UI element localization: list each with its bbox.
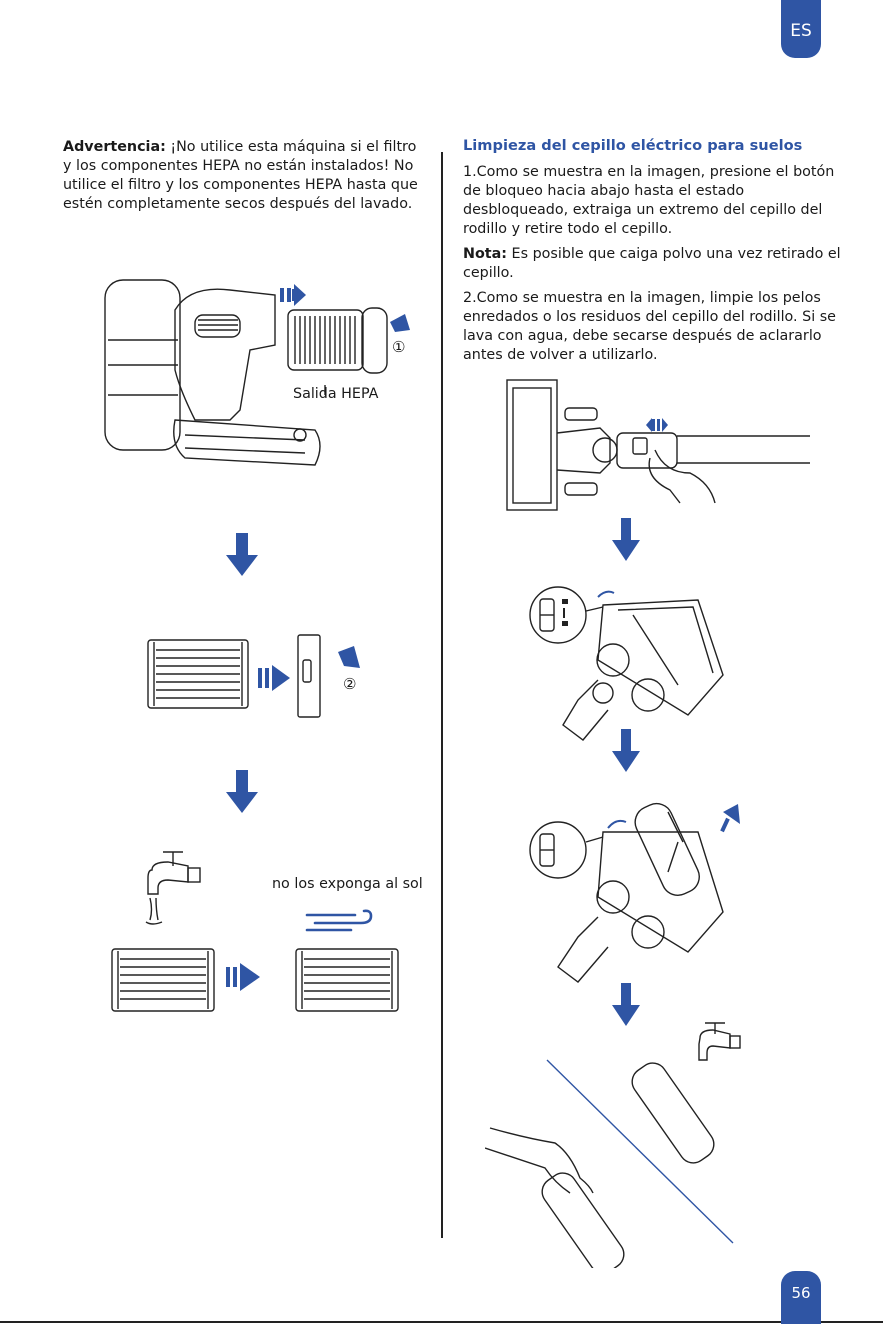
note-label: Nota: bbox=[463, 246, 507, 262]
warning-paragraph: Advertencia: ¡No utilice esta máquina si… bbox=[63, 138, 423, 214]
warning-label: Advertencia: bbox=[63, 139, 166, 155]
note-text: Es posible que caiga polvo una vez retir… bbox=[463, 246, 841, 281]
no-sun-label: no los exponga al sol bbox=[272, 876, 423, 892]
vacuum-hepa-figure bbox=[100, 270, 420, 485]
language-tab: ES bbox=[781, 0, 821, 58]
roller-cleaning-figure bbox=[485, 1018, 765, 1268]
filter-separation-figure bbox=[140, 630, 375, 725]
faucet-icon bbox=[138, 848, 208, 930]
note-paragraph: Nota: Es posible que caiga polvo una vez… bbox=[463, 245, 843, 283]
filter-wash-figure bbox=[110, 945, 410, 1015]
right-text-block: Limpieza del cepillo eléctrico para suel… bbox=[463, 136, 843, 367]
arrow-down-icon bbox=[225, 770, 259, 814]
roller-removal-figure bbox=[528, 792, 778, 987]
warning-text: ¡No utilice esta máquina si el filtro y … bbox=[63, 139, 418, 212]
column-divider bbox=[441, 152, 443, 1238]
step1-marker: ① bbox=[392, 338, 406, 356]
bottom-rule bbox=[0, 1321, 883, 1323]
section-title: Limpieza del cepillo eléctrico para suel… bbox=[463, 137, 803, 154]
step2-text: 2.Como se muestra en la imagen, limpie l… bbox=[463, 290, 836, 363]
page-number-tab: 56 bbox=[781, 1271, 821, 1324]
hepa-outlet-label: Salida HEPA bbox=[293, 386, 379, 402]
arrow-down-icon bbox=[611, 729, 641, 773]
brush-head-figure bbox=[528, 585, 728, 745]
wind-icon bbox=[305, 905, 375, 935]
arrow-down-icon bbox=[611, 518, 641, 562]
step1-text: 1.Como se muestra en la imagen, presione… bbox=[463, 164, 835, 237]
arrow-down-icon bbox=[225, 533, 259, 577]
step2-marker: ② bbox=[343, 675, 357, 693]
arrow-down-icon bbox=[611, 983, 641, 1027]
brush-unlock-figure bbox=[505, 378, 810, 513]
